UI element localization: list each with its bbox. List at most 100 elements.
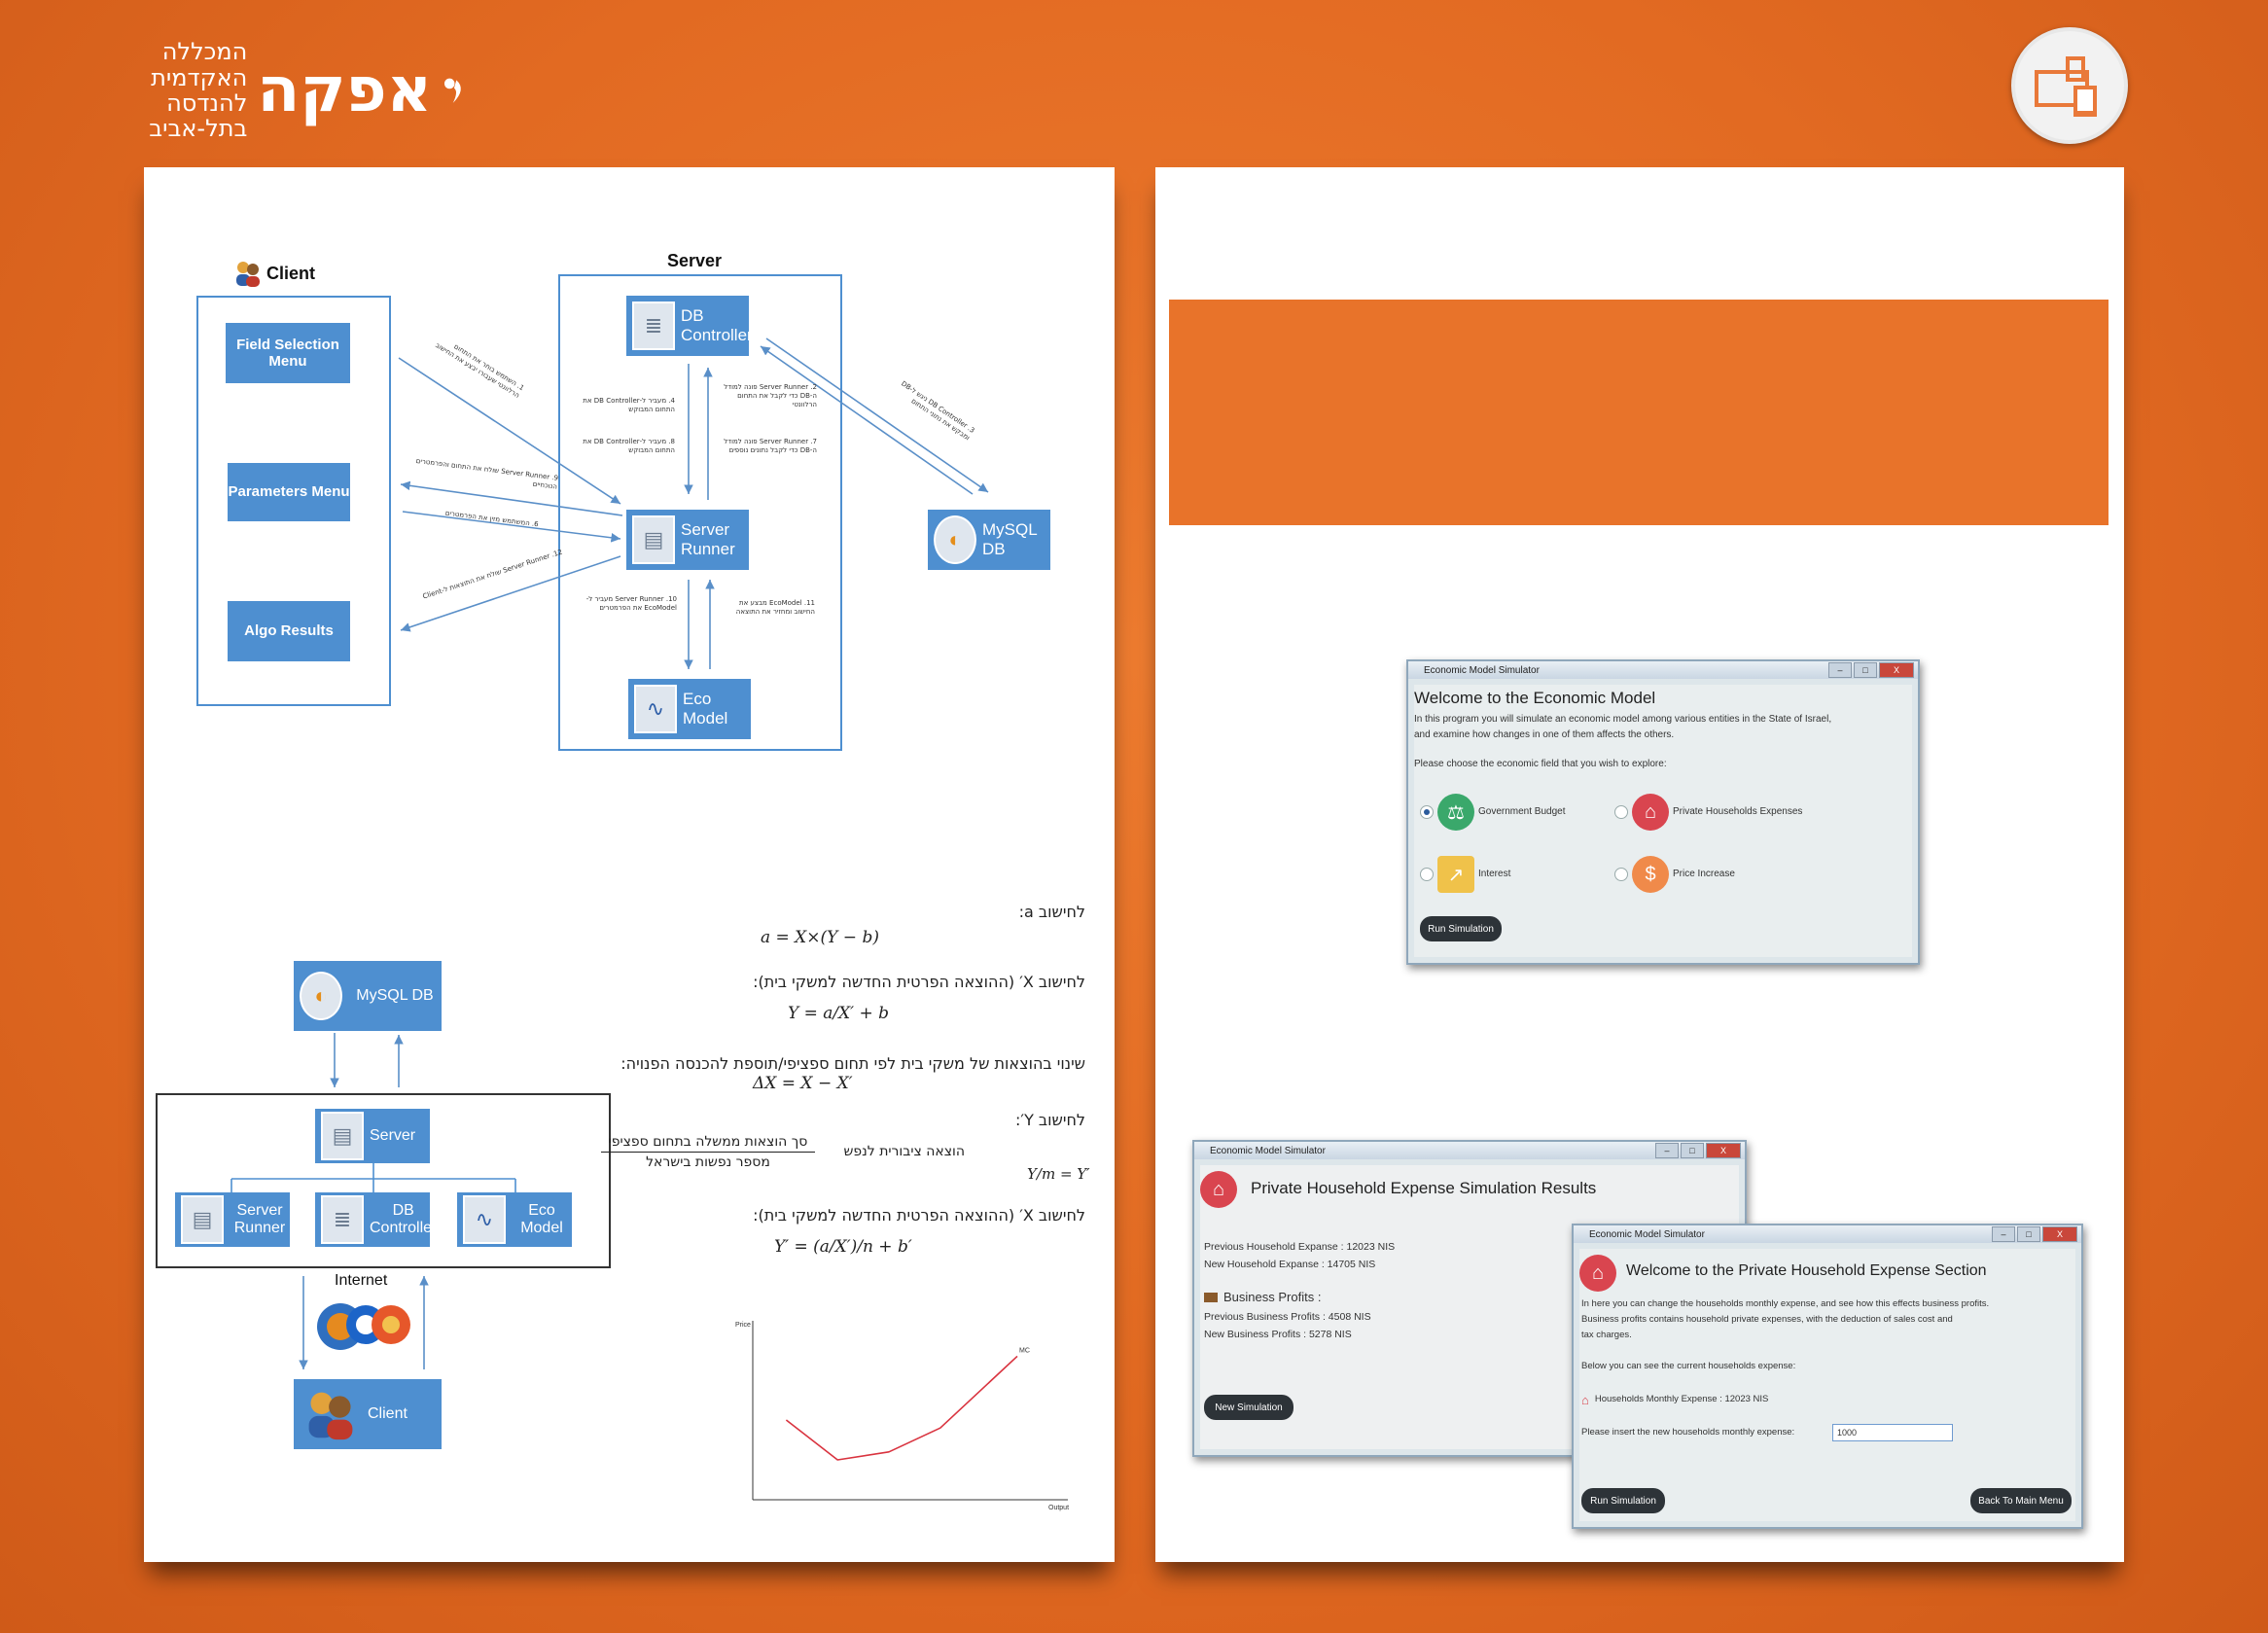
mc-series-label: MC <box>1019 1347 1030 1354</box>
household-expense-window: Economic Model Simulator – □ X ⌂ Welcome… <box>1572 1224 2083 1529</box>
mysql-label: MySQL DB <box>982 520 1038 558</box>
server-runner-label: Server Runner <box>681 520 735 558</box>
current-expense-row: ⌂ Households Monthly Expense : 12023 NIS <box>1581 1393 1768 1407</box>
chart-line-icon: ∿ <box>634 685 677 733</box>
db-controller-box: ≣ DB Controller <box>626 296 753 356</box>
window-titlebar[interactable]: Economic Model Simulator – □ X <box>1194 1142 1745 1159</box>
section-heading: Welcome to the Private Household Expense… <box>1626 1262 1987 1279</box>
database-icon: ≣ <box>632 302 675 350</box>
minimize-button[interactable]: – <box>1828 662 1852 678</box>
deploy-mysql-label: MySQL DB <box>356 986 434 1004</box>
mc-curve <box>785 1355 1018 1461</box>
new-business-profits: New Business Profits : 5278 NIS <box>1204 1329 1352 1340</box>
deploy-runner-box: ▤ Server Runner <box>175 1192 290 1247</box>
maximize-button[interactable]: □ <box>2017 1226 2040 1242</box>
section-line-2: Business profits contains household priv… <box>1581 1314 1953 1325</box>
maximize-button[interactable]: □ <box>1854 662 1877 678</box>
option-price-increase[interactable]: $ Price Increase <box>1614 856 1735 893</box>
price-tag-icon: $ <box>1632 856 1669 893</box>
note-4: 4. מעביר ל-DB Controller את התחום המבוקש <box>583 397 675 413</box>
option-interest[interactable]: ↗ Interest <box>1420 856 1510 893</box>
formula-dx: ΔX = X − X′ <box>753 1074 853 1093</box>
window-titlebar[interactable]: Economic Model Simulator – □ X <box>1574 1225 2081 1243</box>
new-simulation-button[interactable]: New Simulation <box>1204 1395 1293 1420</box>
window-titlebar[interactable]: Economic Model Simulator – □ X <box>1408 661 1918 679</box>
formula-yp-left: הוצאה ציבורית לנפש <box>843 1144 965 1159</box>
college-logo: המכללה האקדמית להנדסה בתל-אביב אפקה <box>136 39 467 142</box>
logo-line2: להנדסה בתל-אביב <box>149 89 248 143</box>
maximize-button[interactable]: □ <box>1681 1143 1704 1158</box>
browsers-icon <box>317 1303 410 1350</box>
close-button[interactable]: X <box>2042 1226 2077 1242</box>
radio-interest[interactable] <box>1420 868 1434 881</box>
deploy-runner-label: Server Runner <box>233 1201 286 1236</box>
radio-private-households[interactable] <box>1614 805 1628 819</box>
option-label: Price Increase <box>1673 869 1735 880</box>
deploy-client-label: Client <box>368 1404 408 1422</box>
section-line-1: In here you can change the households mo… <box>1581 1298 1990 1309</box>
right-page: Economic Model Simulator – □ X Welcome t… <box>1155 167 2124 1562</box>
business-profits-title: Business Profits : <box>1223 1290 1322 1304</box>
db-controller-label: DB Controller <box>681 306 753 344</box>
formula-yp-title: לחישוב Y′: <box>1015 1111 1085 1129</box>
current-expense-value: Households Monthly Expense : 12023 NIS <box>1594 1394 1769 1405</box>
formula-yp-right: Y/m = Y′ <box>1027 1165 1090 1183</box>
client-header: Client <box>233 259 315 288</box>
logo-subtitle: המכללה האקדמית להנדסה בתל-אביב <box>136 39 247 142</box>
close-button[interactable]: X <box>1879 662 1914 678</box>
formula-a: a = X×(Y − b) <box>761 928 879 947</box>
minimize-button[interactable]: – <box>1992 1226 2015 1242</box>
note-11: 11. EcoModel מבצע את החישוב ומחזיר את הת… <box>735 599 815 616</box>
window-title: Economic Model Simulator <box>1424 664 1540 676</box>
option-government-budget[interactable]: ⚖ Government Budget <box>1420 794 1566 831</box>
client-label: Client <box>266 263 316 283</box>
y-axis-label: Price <box>735 1322 751 1329</box>
formula-yp-fraction: סך הוצאות ממשלה בתחום ספציפי מספר נפשות … <box>601 1134 815 1170</box>
architecture-arrows <box>398 337 989 669</box>
house-icon: ⌂ <box>1632 794 1669 831</box>
server-icon: ▤ <box>632 515 675 564</box>
parameters-menu-box: Parameters Menu <box>228 463 350 521</box>
growth-chart-icon: ↗ <box>1437 856 1474 893</box>
client-frame <box>196 296 391 706</box>
server-runner-box: ▤ Server Runner <box>626 510 749 570</box>
radio-government-budget[interactable] <box>1420 805 1434 819</box>
radio-price-increase[interactable] <box>1614 868 1628 881</box>
internet-label: Internet <box>335 1272 388 1289</box>
window-controls: – □ X <box>1655 1143 1741 1158</box>
section-line-3: tax charges. <box>1581 1330 1632 1340</box>
briefcase-icon <box>1204 1293 1218 1303</box>
field-selection-menu-box: Field Selection Menu <box>226 323 350 383</box>
previous-household-expense: Previous Household Expanse : 12023 NIS <box>1204 1241 1396 1253</box>
run-simulation-button[interactable]: Run Simulation <box>1420 916 1502 941</box>
option-label: Interest <box>1478 869 1511 880</box>
close-button[interactable]: X <box>1706 1143 1741 1158</box>
choose-prompt: Please choose the economic field that yo… <box>1414 759 1667 769</box>
logo-name: אפקה <box>257 54 433 126</box>
formula-a-title: לחישוב a: <box>1018 903 1085 921</box>
run-simulation-button[interactable]: Run Simulation <box>1581 1488 1665 1513</box>
deploy-client-box: Client <box>294 1379 442 1449</box>
chart-line-icon: ∿ <box>463 1195 506 1244</box>
window-body: Welcome to the Economic Model In this pr… <box>1414 685 1912 957</box>
house-icon: ⌂ <box>1200 1171 1237 1208</box>
deploy-dbc-label: DB Controller <box>370 1201 438 1236</box>
server-icon: ▤ <box>181 1195 224 1244</box>
formula-x-title: לחישוב X′ (ההוצאה הפרטית החדשה למשקי בית… <box>753 973 1085 991</box>
intro-line-2: and examine how changes in one of them a… <box>1414 729 1675 740</box>
back-to-main-menu-button[interactable]: Back To Main Menu <box>1970 1488 2072 1513</box>
results-window: Economic Model Simulator – □ X ⌂ Private… <box>1192 1140 1747 1457</box>
users-icon <box>236 262 260 287</box>
main-menu-window: Economic Model Simulator – □ X Welcome t… <box>1406 659 1920 965</box>
business-profits-row: Business Profits : <box>1204 1288 1321 1307</box>
note-7: 7. Server Runner פונה למודל ה-DB כדי לקב… <box>724 438 817 454</box>
formula-xp: Y′ = (a/X′)/n + b′ <box>774 1237 912 1257</box>
minimize-button[interactable]: – <box>1655 1143 1679 1158</box>
logo-mark-icon <box>444 78 461 103</box>
house-small-icon: ⌂ <box>1581 1393 1589 1407</box>
window-controls: – □ X <box>1992 1226 2077 1242</box>
option-label: Government Budget <box>1478 806 1566 818</box>
new-expense-input[interactable]: 1000 <box>1832 1424 1953 1441</box>
eco-model-label: Eco Model <box>683 690 728 728</box>
option-private-households[interactable]: ⌂ Private Households Expenses <box>1614 794 1802 831</box>
